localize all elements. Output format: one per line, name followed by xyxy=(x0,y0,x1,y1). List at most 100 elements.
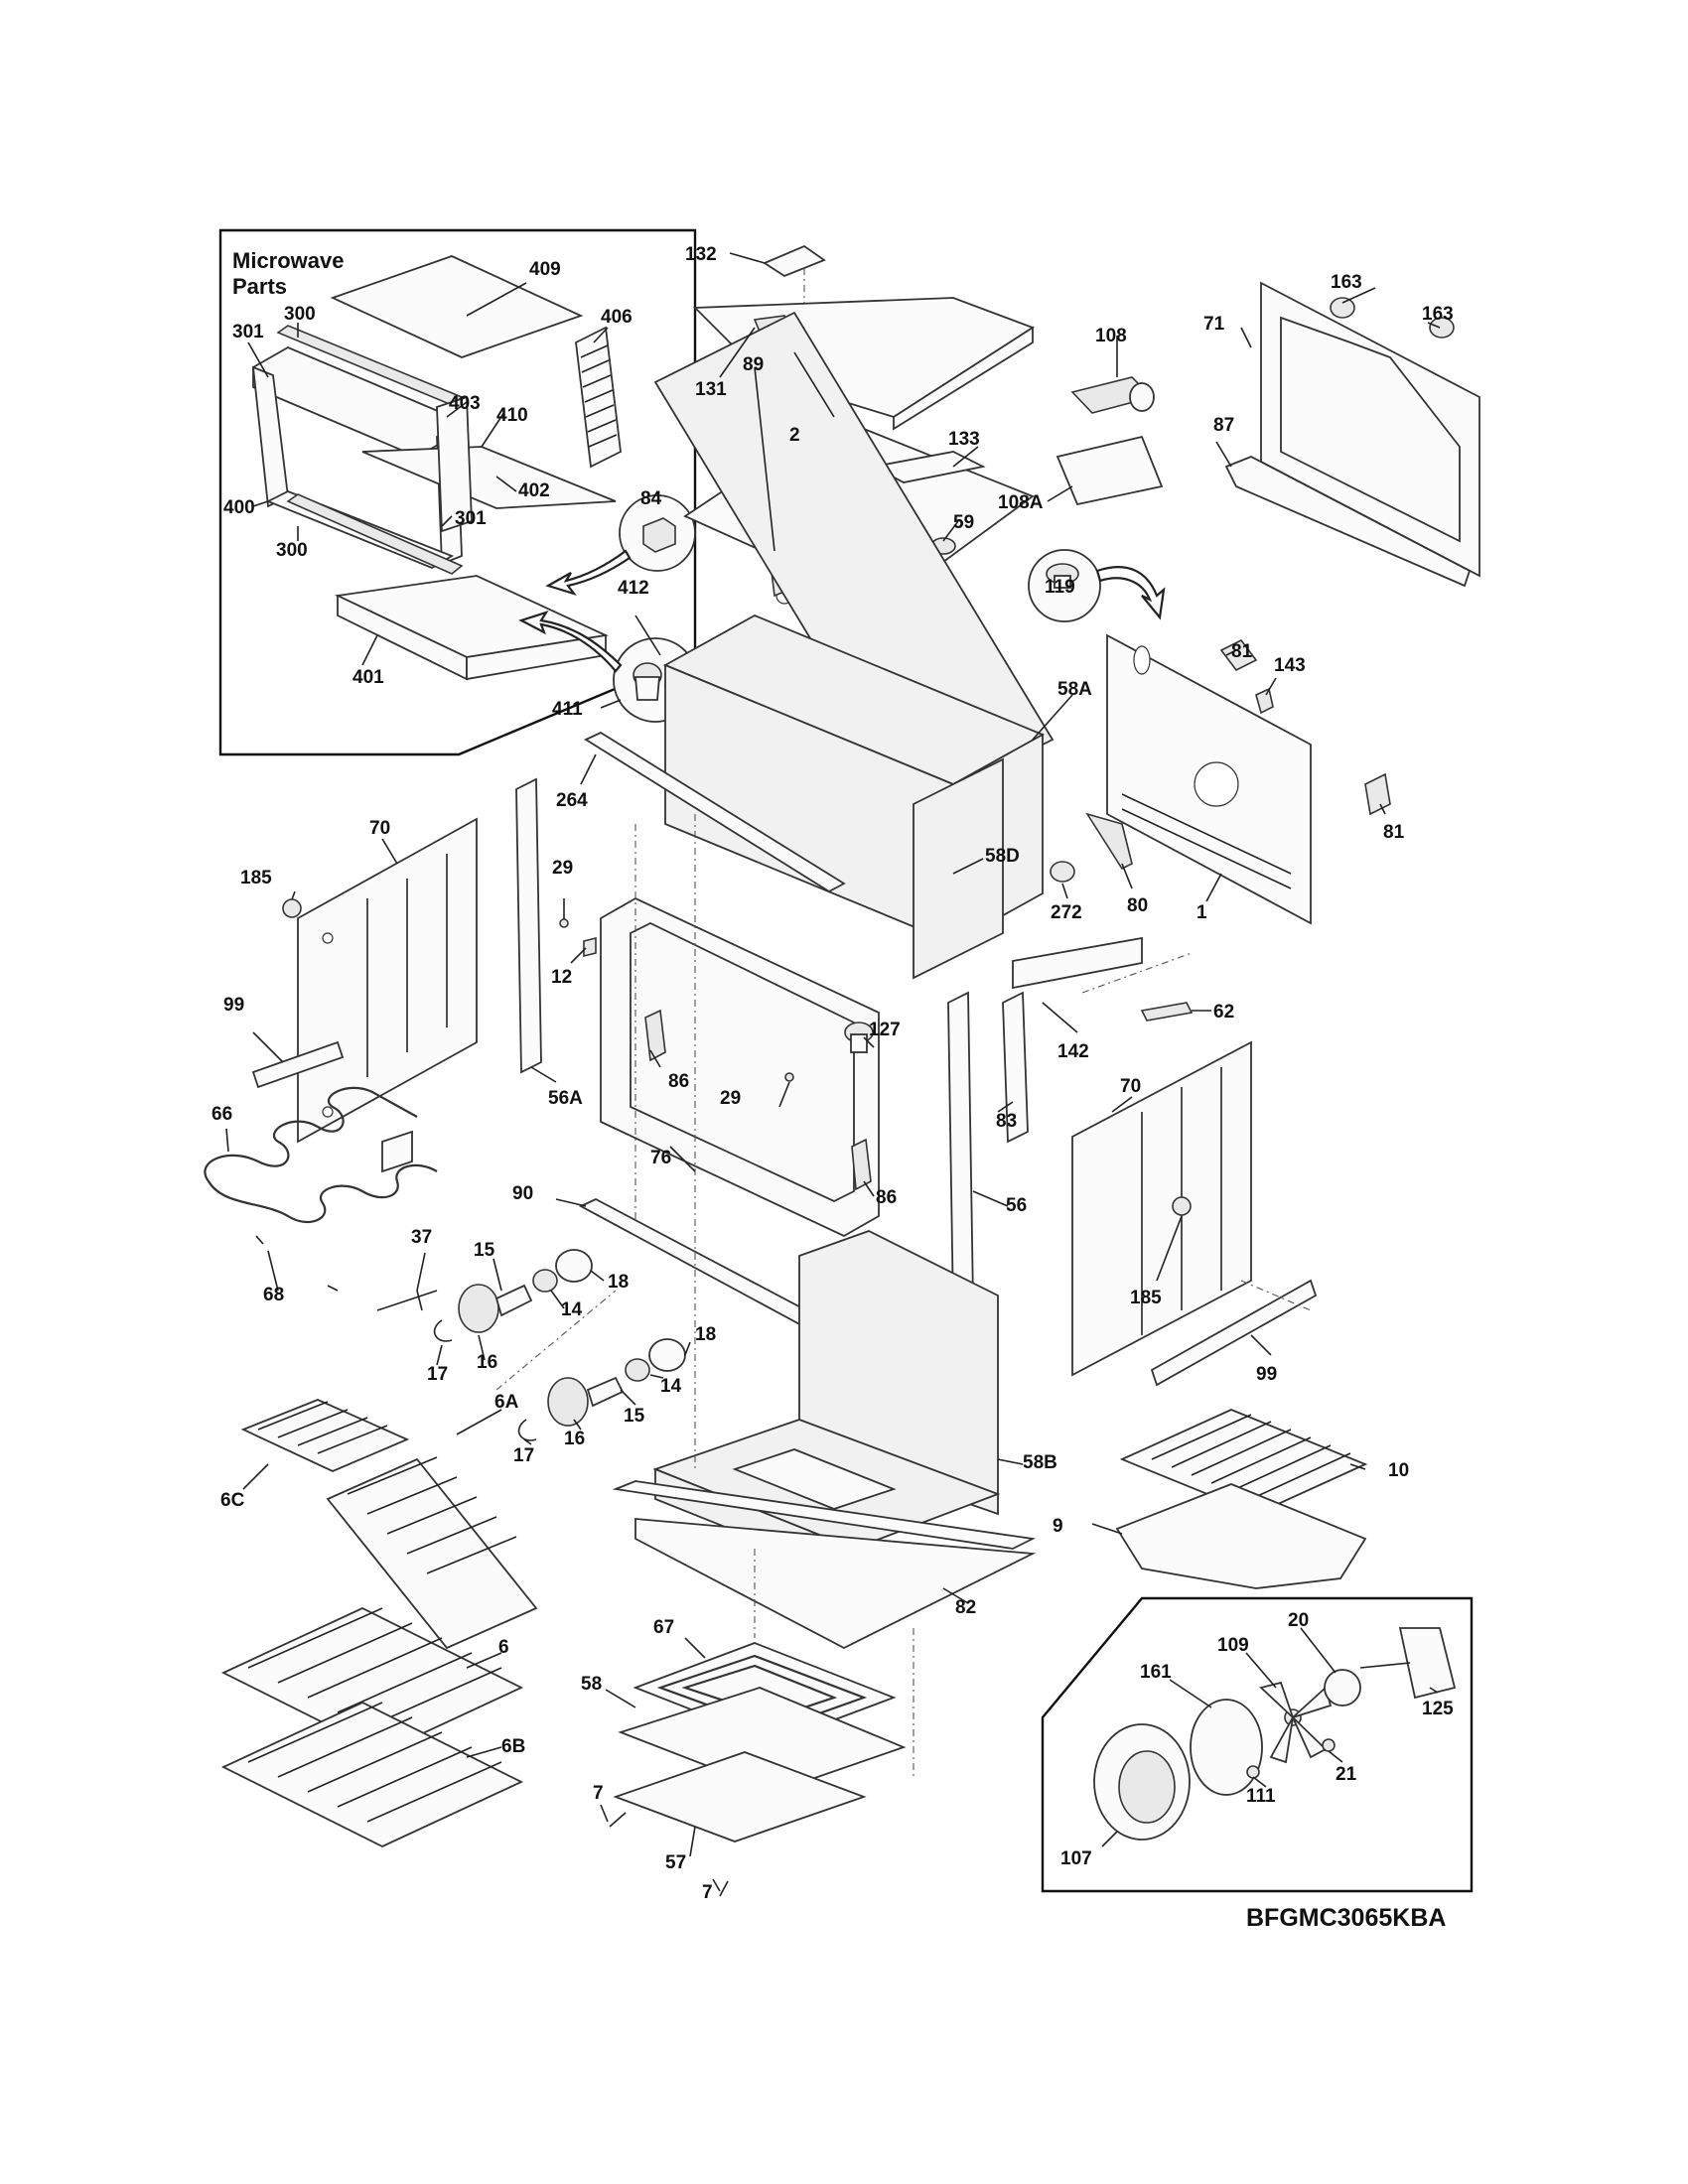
callout-411: 411 xyxy=(552,699,583,720)
callout-133: 133 xyxy=(948,429,980,450)
callout-143: 143 xyxy=(1274,655,1306,676)
callout-6: 6 xyxy=(498,1637,509,1658)
front-frame-264 xyxy=(584,731,846,893)
callout-58B: 58B xyxy=(1023,1452,1057,1473)
callout-409: 409 xyxy=(529,259,561,280)
callout-84: 84 xyxy=(640,488,662,509)
lamp-wire-17-lower xyxy=(517,1419,537,1441)
lamp-socket-18-lower xyxy=(648,1338,686,1372)
callout-29-lower: 29 xyxy=(720,1088,741,1109)
lower-bracket-87 xyxy=(1224,456,1472,588)
side-trim-56 xyxy=(947,991,974,1312)
rail-99-right xyxy=(1150,1279,1318,1387)
callout-272: 272 xyxy=(1051,902,1082,923)
thermal-switch-119-icon xyxy=(1046,563,1079,589)
side-panel-70-right xyxy=(1071,1040,1252,1377)
screw-29-lower xyxy=(784,1072,794,1082)
lamp-socket-127 xyxy=(844,1022,874,1053)
callout-87: 87 xyxy=(1213,415,1234,436)
lamp-spring-14-lower xyxy=(625,1358,650,1382)
callout-68: 68 xyxy=(263,1285,284,1305)
arrow-411 xyxy=(518,611,623,673)
oven-rack-6B xyxy=(220,1702,524,1847)
grommet-272 xyxy=(1050,861,1075,883)
screw-7-upper xyxy=(609,1812,627,1828)
callout-17-lower: 17 xyxy=(513,1445,534,1466)
back-panel-1 xyxy=(1106,633,1312,925)
callout-9: 9 xyxy=(1053,1516,1063,1537)
callout-58A: 58A xyxy=(1057,679,1092,700)
lamp-socket-18-upper xyxy=(555,1249,593,1283)
callout-108A: 108A xyxy=(998,492,1044,513)
bracket-81-lower xyxy=(1364,772,1391,816)
screw-29-upper xyxy=(559,918,569,928)
microwave-rail-top xyxy=(276,325,464,406)
fan-gasket-161 xyxy=(1190,1699,1263,1796)
callout-2: 2 xyxy=(789,425,800,446)
callout-56: 56 xyxy=(1006,1195,1027,1216)
callout-406: 406 xyxy=(601,307,633,328)
microwave-waveguide-plate xyxy=(361,446,617,509)
rail-99-left xyxy=(251,1040,345,1089)
callout-76: 76 xyxy=(650,1148,671,1168)
callout-70: 70 xyxy=(369,818,390,839)
callout-83: 83 xyxy=(996,1111,1017,1132)
lamp-spring-14-upper xyxy=(532,1269,558,1293)
callout-81: 81 xyxy=(1231,641,1253,662)
element-mount-box xyxy=(381,1130,413,1173)
callout-labels: 409 406 301 300 403 410 402 301 400 300 … xyxy=(211,244,1454,1903)
callout-403: 403 xyxy=(449,393,481,414)
callout-17: 17 xyxy=(427,1364,448,1385)
callout-58: 58 xyxy=(581,1674,602,1695)
callout-21: 21 xyxy=(1336,1764,1357,1785)
callout-6B: 6B xyxy=(501,1736,525,1757)
callout-301-lower: 301 xyxy=(455,508,487,529)
washer-21 xyxy=(1322,1738,1336,1752)
callout-90: 90 xyxy=(512,1183,533,1204)
callout-185-right: 185 xyxy=(1130,1288,1162,1308)
leader-lines xyxy=(225,252,1441,1892)
callout-108: 108 xyxy=(1095,326,1127,346)
microwave-title-line2: Parts xyxy=(232,274,287,299)
callout-402: 402 xyxy=(518,480,550,501)
callout-10: 10 xyxy=(1388,1460,1409,1481)
callout-66: 66 xyxy=(211,1104,232,1125)
fan-plate-20 xyxy=(1324,1669,1361,1706)
frame-plate-142 xyxy=(1012,936,1143,990)
clip-185-right xyxy=(1172,1196,1192,1216)
callout-125: 125 xyxy=(1422,1699,1454,1719)
bracket-81-upper xyxy=(1219,638,1258,672)
screw-12 xyxy=(583,936,597,958)
bracket-37 xyxy=(376,1290,438,1311)
callout-37: 37 xyxy=(411,1227,432,1248)
callout-20: 20 xyxy=(1288,1610,1309,1631)
callout-14: 14 xyxy=(561,1299,583,1320)
callout-18-lower: 18 xyxy=(695,1324,716,1345)
callout-163-right: 163 xyxy=(1422,304,1454,325)
lamp-lens-16-lower xyxy=(547,1377,589,1427)
callout-80: 80 xyxy=(1127,895,1148,916)
callout-111: 111 xyxy=(1246,1786,1276,1807)
nut-111 xyxy=(1246,1765,1260,1779)
callout-12: 12 xyxy=(551,967,572,988)
callout-81-lower: 81 xyxy=(1383,822,1405,843)
callout-410: 410 xyxy=(496,405,528,426)
callout-264: 264 xyxy=(556,790,588,811)
lamp-bulb-15-upper xyxy=(494,1284,533,1317)
hinge-86-left xyxy=(644,1009,666,1062)
side-panel-70-left xyxy=(297,817,478,1144)
fan-bracket-108 xyxy=(1070,376,1155,414)
callout-99-right: 99 xyxy=(1256,1364,1277,1385)
bracket-143 xyxy=(1255,687,1274,715)
arrow-84 xyxy=(545,549,632,597)
callout-86: 86 xyxy=(668,1071,689,1092)
callout-16: 16 xyxy=(477,1352,497,1373)
fan-cover-107 xyxy=(1093,1723,1191,1841)
callout-18: 18 xyxy=(608,1272,629,1293)
callout-163: 163 xyxy=(1331,272,1362,293)
callout-14-lower: 14 xyxy=(660,1376,682,1397)
callout-185: 185 xyxy=(240,868,272,888)
clip-80 xyxy=(1085,812,1133,871)
rear-panel-71 xyxy=(1260,281,1480,578)
